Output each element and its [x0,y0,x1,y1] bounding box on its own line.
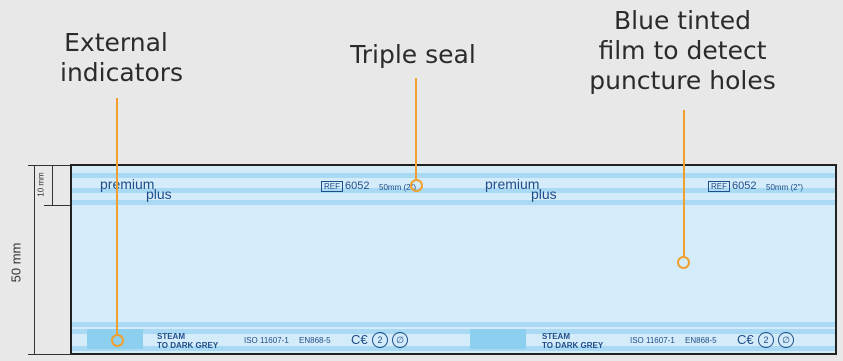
top-seal-line-2 [72,188,835,193]
marker-external-indicators [111,334,124,347]
callout-external-indicators: External indicators [60,28,184,88]
iso-text: ISO 11607-1 [630,336,675,345]
indicator-text: STEAM TO DARK GREY [157,332,219,350]
marker-triple-seal [410,179,423,192]
en-text: EN868-5 [685,336,717,345]
single-use-icon: 2 [758,332,774,348]
ce-mark-icon: C€ [737,332,754,347]
width-label: 50mm (2") [379,183,417,192]
dimension-seal-label: 10 mm [36,172,46,197]
external-indicator-patch [470,329,526,349]
callout-line: External [64,28,168,57]
no-reuse-icon: ∅ [392,332,408,348]
callout-line: Triple seal [350,40,476,69]
callout-line: film to detect [598,36,767,65]
callout-line: indicators [60,58,184,87]
indicator-text: STEAM TO DARK GREY [542,332,604,350]
no-reuse-icon: ∅ [778,332,794,348]
bottom-seal-line-1 [72,322,835,327]
width-label: 50mm (2") [766,183,804,192]
brand-plus: plus [146,186,172,202]
callout-line: Blue tinted [614,6,751,35]
ref-number: 6052 [345,180,370,192]
brand-premium: premium [485,176,540,192]
top-seal-line-1 [72,173,835,178]
en-text: EN868-5 [299,336,331,345]
brand-premium: premium [100,176,155,192]
top-seal-line-3 [72,200,835,205]
callout-line: puncture holes [589,66,776,95]
leader-external-indicators [116,98,118,336]
brand-plus: plus [531,186,557,202]
single-use-icon: 2 [372,332,388,348]
ref-box: REF [321,181,343,192]
bottom-seal-line-3 [72,346,835,351]
ref-box: REF [708,181,730,192]
callout-triple-seal: Triple seal [338,40,488,70]
bottom-seal-line-2 [72,329,835,334]
leader-blue-film [683,110,685,256]
ref-number: 6052 [732,180,757,192]
dimension-total-label: 50 mm [8,242,24,283]
callout-blue-film: Blue tinted film to detect puncture hole… [570,6,795,96]
leader-triple-seal [415,78,417,180]
ce-mark-icon: C€ [351,332,368,347]
iso-text: ISO 11607-1 [244,336,289,345]
marker-blue-film [677,256,690,269]
